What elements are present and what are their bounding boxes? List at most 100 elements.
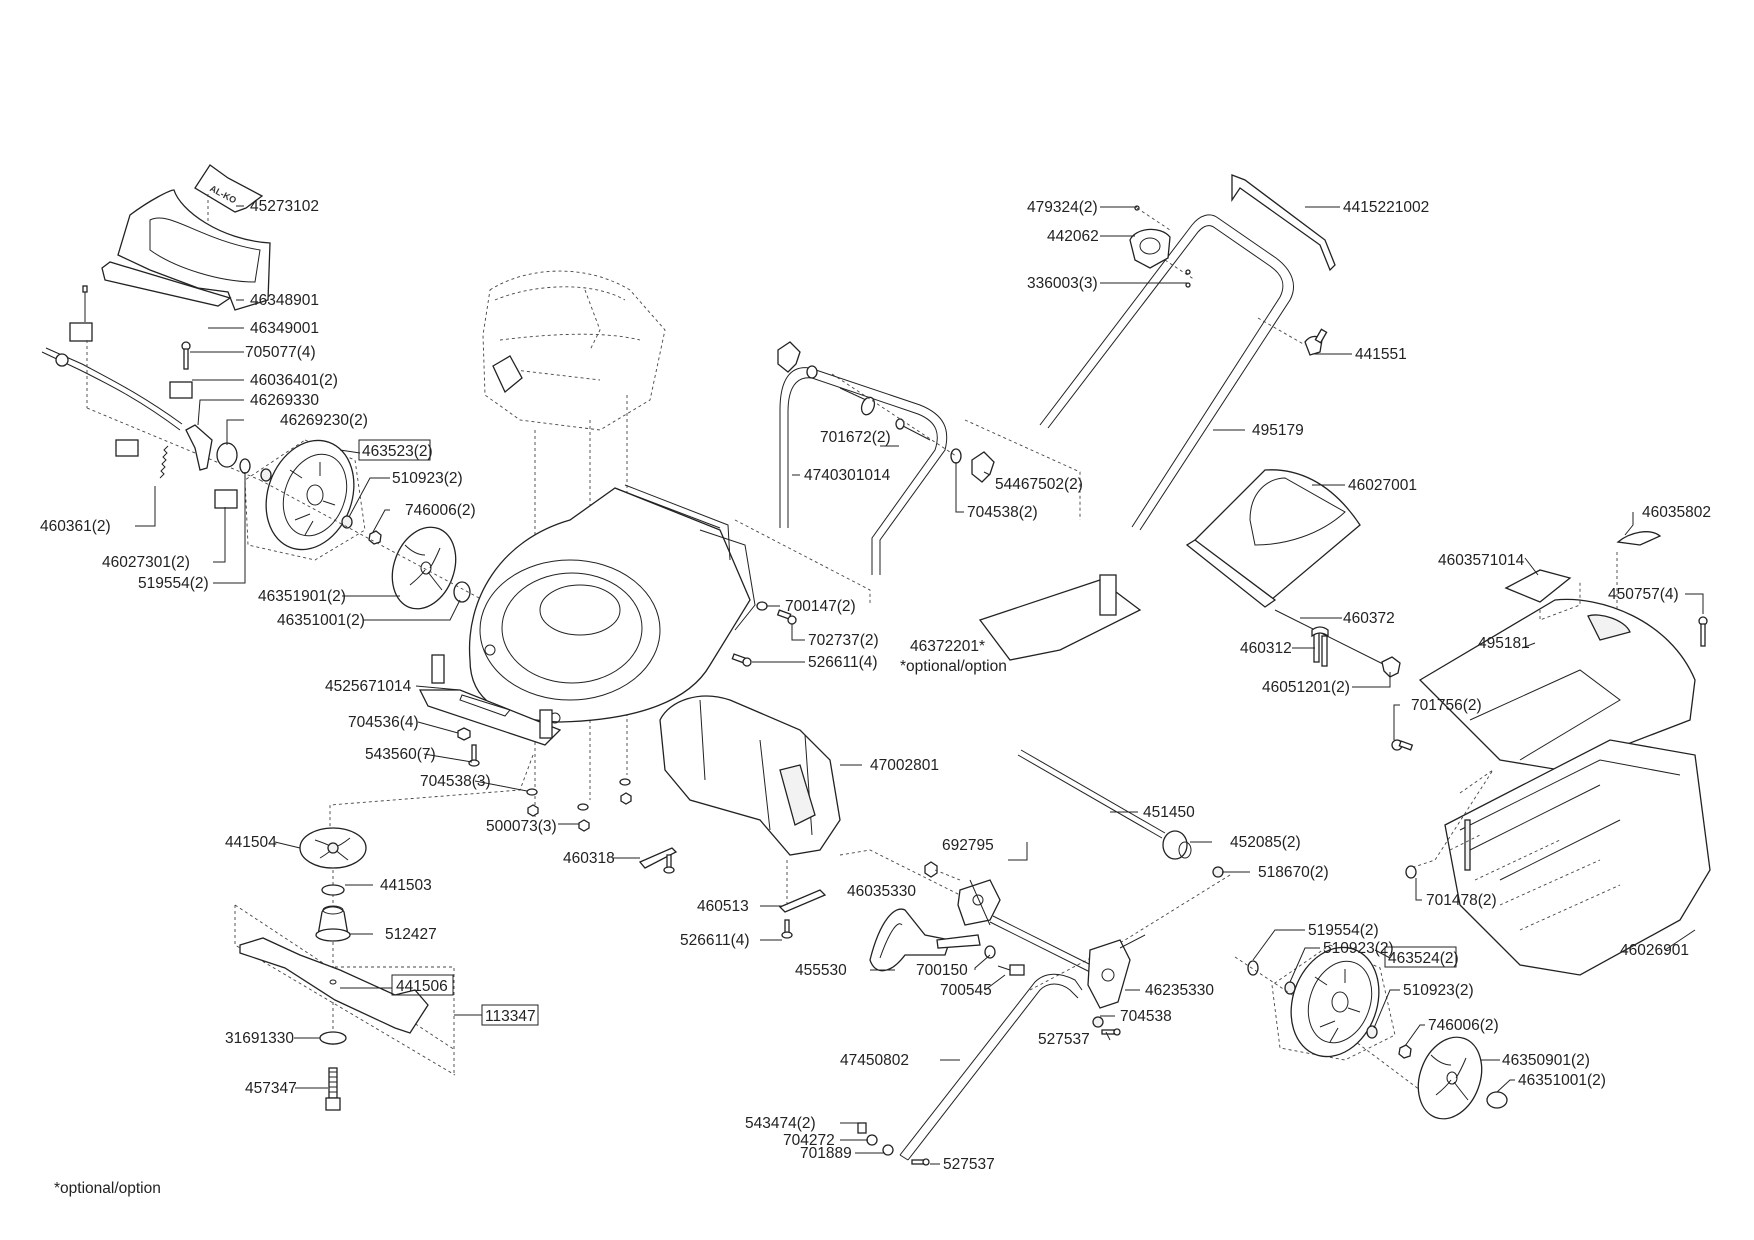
part-label[interactable]: 701889 <box>800 1145 852 1162</box>
part-label[interactable]: 442062 <box>1047 228 1099 245</box>
washer-701889 <box>882 1144 894 1156</box>
part-label[interactable]: 47450802 <box>840 1052 909 1069</box>
part-label[interactable]: 441504 <box>225 834 277 851</box>
part-label[interactable]: 704538(3) <box>420 773 491 790</box>
part-label[interactable]: 46235330 <box>1145 982 1214 999</box>
lever-link <box>936 934 981 949</box>
part-label[interactable]: 701478(2) <box>1426 892 1497 909</box>
part-label[interactable]: 460361(2) <box>40 518 111 535</box>
part-label[interactable]: 4415221002 <box>1343 199 1429 216</box>
clip-46036401 <box>169 381 193 399</box>
washer-519554-right <box>1247 960 1259 976</box>
part-label[interactable]: 700150 <box>916 962 968 979</box>
part-label[interactable]: 510923(2) <box>392 470 463 487</box>
part-label[interactable]: 702737(2) <box>808 632 879 649</box>
part-label[interactable]: 526611(4) <box>808 654 878 671</box>
part-label[interactable]: 692795 <box>942 837 994 854</box>
part-label[interactable]: 441503 <box>380 877 432 894</box>
part-label[interactable]: 46036401(2) <box>250 372 338 389</box>
mulch-insert-46372201 <box>978 574 1142 661</box>
part-label[interactable]: 54467502(2) <box>995 476 1083 493</box>
part-label[interactable]: 512427 <box>385 926 437 943</box>
part-label[interactable]: 46351001(2) <box>277 612 365 629</box>
part-label[interactable]: 113347 <box>485 1008 536 1025</box>
part-label[interactable]: 700545 <box>940 982 992 999</box>
part-label[interactable]: 704538(2) <box>967 504 1038 521</box>
rear-flap-cover-46027001 <box>1185 469 1361 608</box>
part-label[interactable]: 519554(2) <box>1308 922 1379 939</box>
part-label[interactable]: 46027001 <box>1348 477 1417 494</box>
part-label[interactable]: 543560(7) <box>365 746 436 763</box>
part-label[interactable]: 460312 <box>1240 640 1292 657</box>
washer-518670 <box>1212 866 1224 878</box>
part-label[interactable]: 519554(2) <box>138 575 209 592</box>
part-label[interactable]: 746006(2) <box>1428 1017 1499 1034</box>
part-label[interactable]: 701672(2) <box>820 429 891 446</box>
wing-nut-54467502 <box>971 451 995 483</box>
part-label[interactable]: 46027301(2) <box>102 554 190 571</box>
part-label[interactable]: 441506 <box>396 978 448 995</box>
washer-704538-b <box>577 803 589 811</box>
part-label[interactable]: 704536(4) <box>348 714 419 731</box>
part-label[interactable]: 47002801 <box>870 757 939 774</box>
part-label[interactable]: 452085(2) <box>1230 834 1301 851</box>
part-label[interactable]: 526611(4) <box>680 932 750 949</box>
part-label[interactable]: 4740301014 <box>804 467 891 484</box>
springs-460312 <box>1311 626 1329 667</box>
part-label[interactable]: 701756(2) <box>1411 697 1482 714</box>
part-label[interactable]: 46269230(2) <box>280 412 368 429</box>
front-axle-bracket <box>418 654 562 746</box>
part-label[interactable]: 4603571014 <box>1438 552 1525 569</box>
lower-handle-4740301014 <box>779 367 948 575</box>
part-label[interactable]: 336003(3) <box>1027 275 1098 292</box>
part-label[interactable]: 463524(2) <box>1388 950 1459 967</box>
part-label[interactable]: 46349001 <box>250 320 319 337</box>
part-label[interactable]: 746006(2) <box>405 502 476 519</box>
part-label[interactable]: 45273102 <box>250 198 319 215</box>
part-label[interactable]: 460513 <box>697 898 749 915</box>
part-label[interactable]: 527537 <box>943 1156 995 1173</box>
part-label[interactable]: 46269330 <box>250 392 319 409</box>
screw-702737 <box>776 609 797 625</box>
grass-catcher-46026901 <box>1444 739 1711 976</box>
washer-519554 <box>239 458 251 474</box>
part-label[interactable]: 46348901 <box>250 292 319 309</box>
clip-543474 <box>857 1122 867 1134</box>
part-label[interactable]: 543474(2) <box>745 1115 816 1132</box>
part-label[interactable]: 457347 <box>245 1080 297 1097</box>
part-label[interactable]: 704538 <box>1120 1008 1172 1025</box>
part-label[interactable]: 479324(2) <box>1027 199 1098 216</box>
part-label[interactable]: 4525671014 <box>325 678 412 695</box>
part-label[interactable]: 46351901(2) <box>258 588 346 605</box>
part-label[interactable]: 463523(2) <box>362 443 433 460</box>
bolt-701672-a <box>839 387 876 416</box>
part-label[interactable]: 455530 <box>795 962 847 979</box>
leader-lines <box>135 205 1704 1165</box>
part-label[interactable]: 518670(2) <box>1258 864 1329 881</box>
bail-bar-4415221002 <box>1231 174 1336 272</box>
bowden-cable <box>41 347 183 431</box>
part-label[interactable]: 704272 <box>783 1132 835 1149</box>
part-label[interactable]: 46351001(2) <box>1518 1072 1606 1089</box>
part-label[interactable]: 510923(2) <box>1403 982 1474 999</box>
part-label[interactable]: 527537 <box>1038 1031 1090 1048</box>
part-label[interactable]: 510923(2) <box>1323 940 1394 957</box>
part-label[interactable]: 46035330 <box>847 883 916 900</box>
part-label[interactable]: *optional/option <box>900 658 1007 675</box>
part-label[interactable]: 46372201* <box>910 638 985 655</box>
part-label[interactable]: 700147(2) <box>785 598 856 615</box>
part-label[interactable]: 495179 <box>1252 422 1304 439</box>
part-label[interactable]: 46051201(2) <box>1262 679 1350 696</box>
part-label[interactable]: 500073(3) <box>486 818 557 835</box>
part-label[interactable]: 460318 <box>563 850 615 867</box>
part-label[interactable]: 495181 <box>1478 635 1530 652</box>
part-label[interactable]: 46026901 <box>1620 942 1689 959</box>
part-label[interactable]: 450757(4) <box>1608 586 1679 603</box>
part-label[interactable]: 31691330 <box>225 1030 294 1047</box>
part-label[interactable]: 705077(4) <box>245 344 316 361</box>
part-label[interactable]: 460372 <box>1343 610 1395 627</box>
part-label[interactable]: 46035802 <box>1642 504 1711 521</box>
part-label[interactable]: 46350901(2) <box>1502 1052 1590 1069</box>
part-label[interactable]: 441551 <box>1355 346 1407 363</box>
part-label[interactable]: 451450 <box>1143 804 1195 821</box>
